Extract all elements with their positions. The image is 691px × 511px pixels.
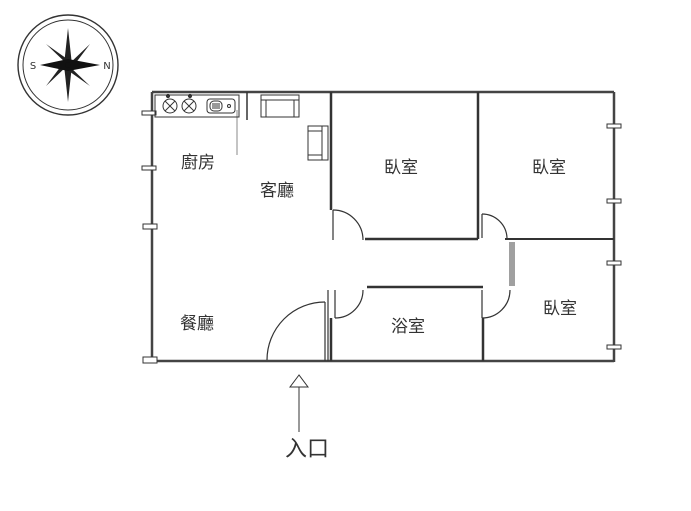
compass: S N xyxy=(17,14,119,116)
entrance-arrow-icon xyxy=(289,374,309,432)
entrance-label: 入口 xyxy=(285,437,330,462)
door-swings xyxy=(266,209,511,361)
window-marks xyxy=(141,110,622,364)
compass-outer-ring xyxy=(17,14,119,116)
sink-icon xyxy=(206,98,236,114)
room-label-dining: 餐廳 xyxy=(180,314,214,334)
kitchen-counter xyxy=(154,93,240,118)
interior-walls xyxy=(236,92,614,361)
stove-icon xyxy=(162,93,197,114)
compass-inner-ring xyxy=(22,19,114,111)
room-label-living: 客廳 xyxy=(260,181,294,201)
corridor-divider xyxy=(509,242,515,286)
compass-rose-icon xyxy=(40,28,100,102)
room-label-bedroom-2: 臥室 xyxy=(532,158,566,178)
room-label-kitchen: 廚房 xyxy=(181,153,215,173)
room-label-bedroom-3: 臥室 xyxy=(543,299,577,319)
compass-north-label: N xyxy=(103,61,110,72)
room-label-bathroom: 浴室 xyxy=(391,317,425,337)
room-label-bedroom-1: 臥室 xyxy=(384,158,418,178)
compass-south-label: S xyxy=(30,61,36,72)
sofa-icon xyxy=(260,94,300,118)
outer-walls xyxy=(150,90,616,363)
armchair-icon xyxy=(307,125,329,161)
